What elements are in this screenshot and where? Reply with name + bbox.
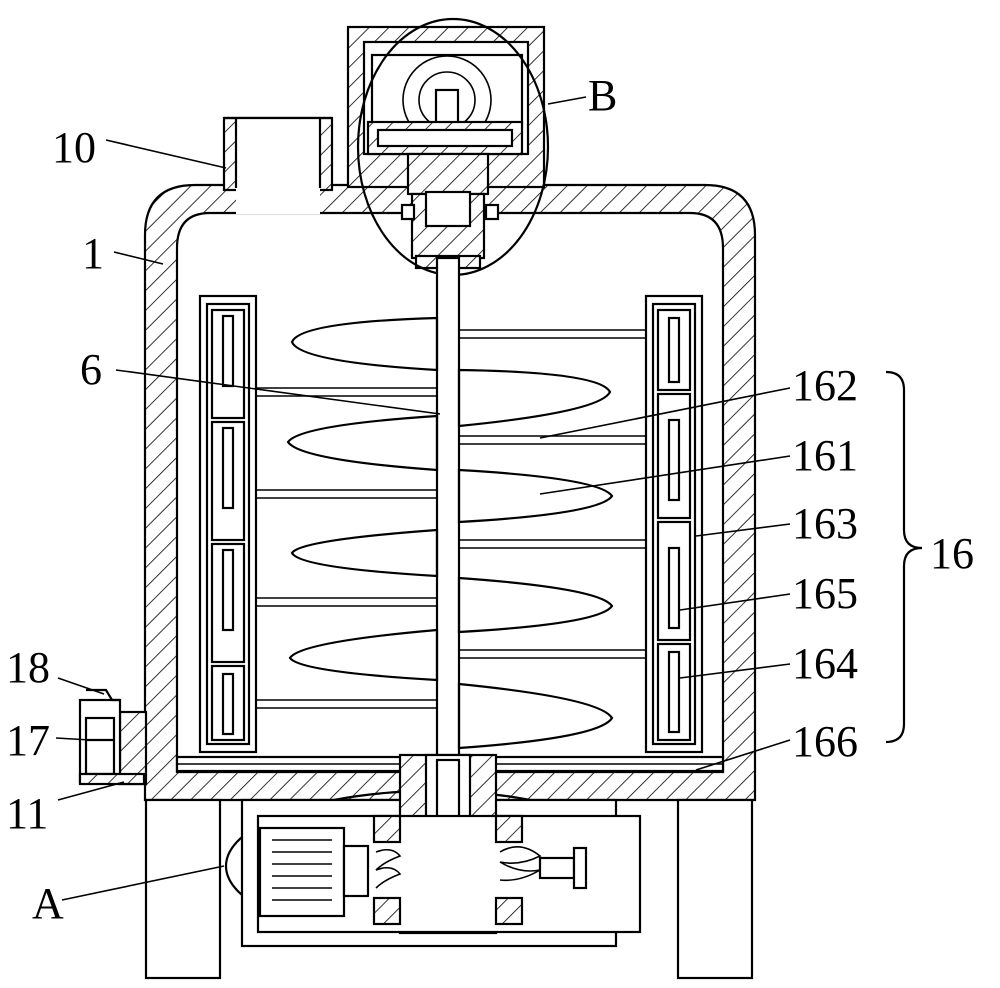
label-11: 11	[6, 789, 48, 838]
group-brace-16	[885, 370, 923, 744]
label-165: 165	[792, 569, 858, 618]
labels: 10 1 6 18 17 11 A B 162 161 163 165 164 …	[6, 71, 974, 928]
label-166: 166	[792, 717, 858, 766]
outlet-assembly	[78, 688, 148, 786]
label-164: 164	[792, 639, 858, 688]
tank-body	[143, 183, 757, 802]
leader-lines	[55, 96, 791, 901]
label-6: 6	[80, 345, 102, 394]
label-1: 1	[82, 229, 104, 278]
label-18: 18	[6, 643, 50, 692]
label-10: 10	[52, 123, 96, 172]
feed-inlet	[222, 116, 334, 214]
label-B: B	[588, 71, 617, 120]
right-scraper-frame	[644, 294, 704, 754]
connecting-rods	[256, 329, 646, 709]
bottom-drive	[256, 753, 642, 935]
label-A: A	[32, 879, 64, 928]
label-163: 163	[792, 499, 858, 548]
left-scraper-frame	[198, 294, 258, 754]
label-17: 17	[6, 716, 50, 765]
helical-blades	[286, 316, 614, 750]
label-16: 16	[930, 529, 974, 578]
label-161: 161	[792, 431, 858, 480]
label-162: 162	[792, 361, 858, 410]
top-motor-housing	[346, 25, 546, 270]
